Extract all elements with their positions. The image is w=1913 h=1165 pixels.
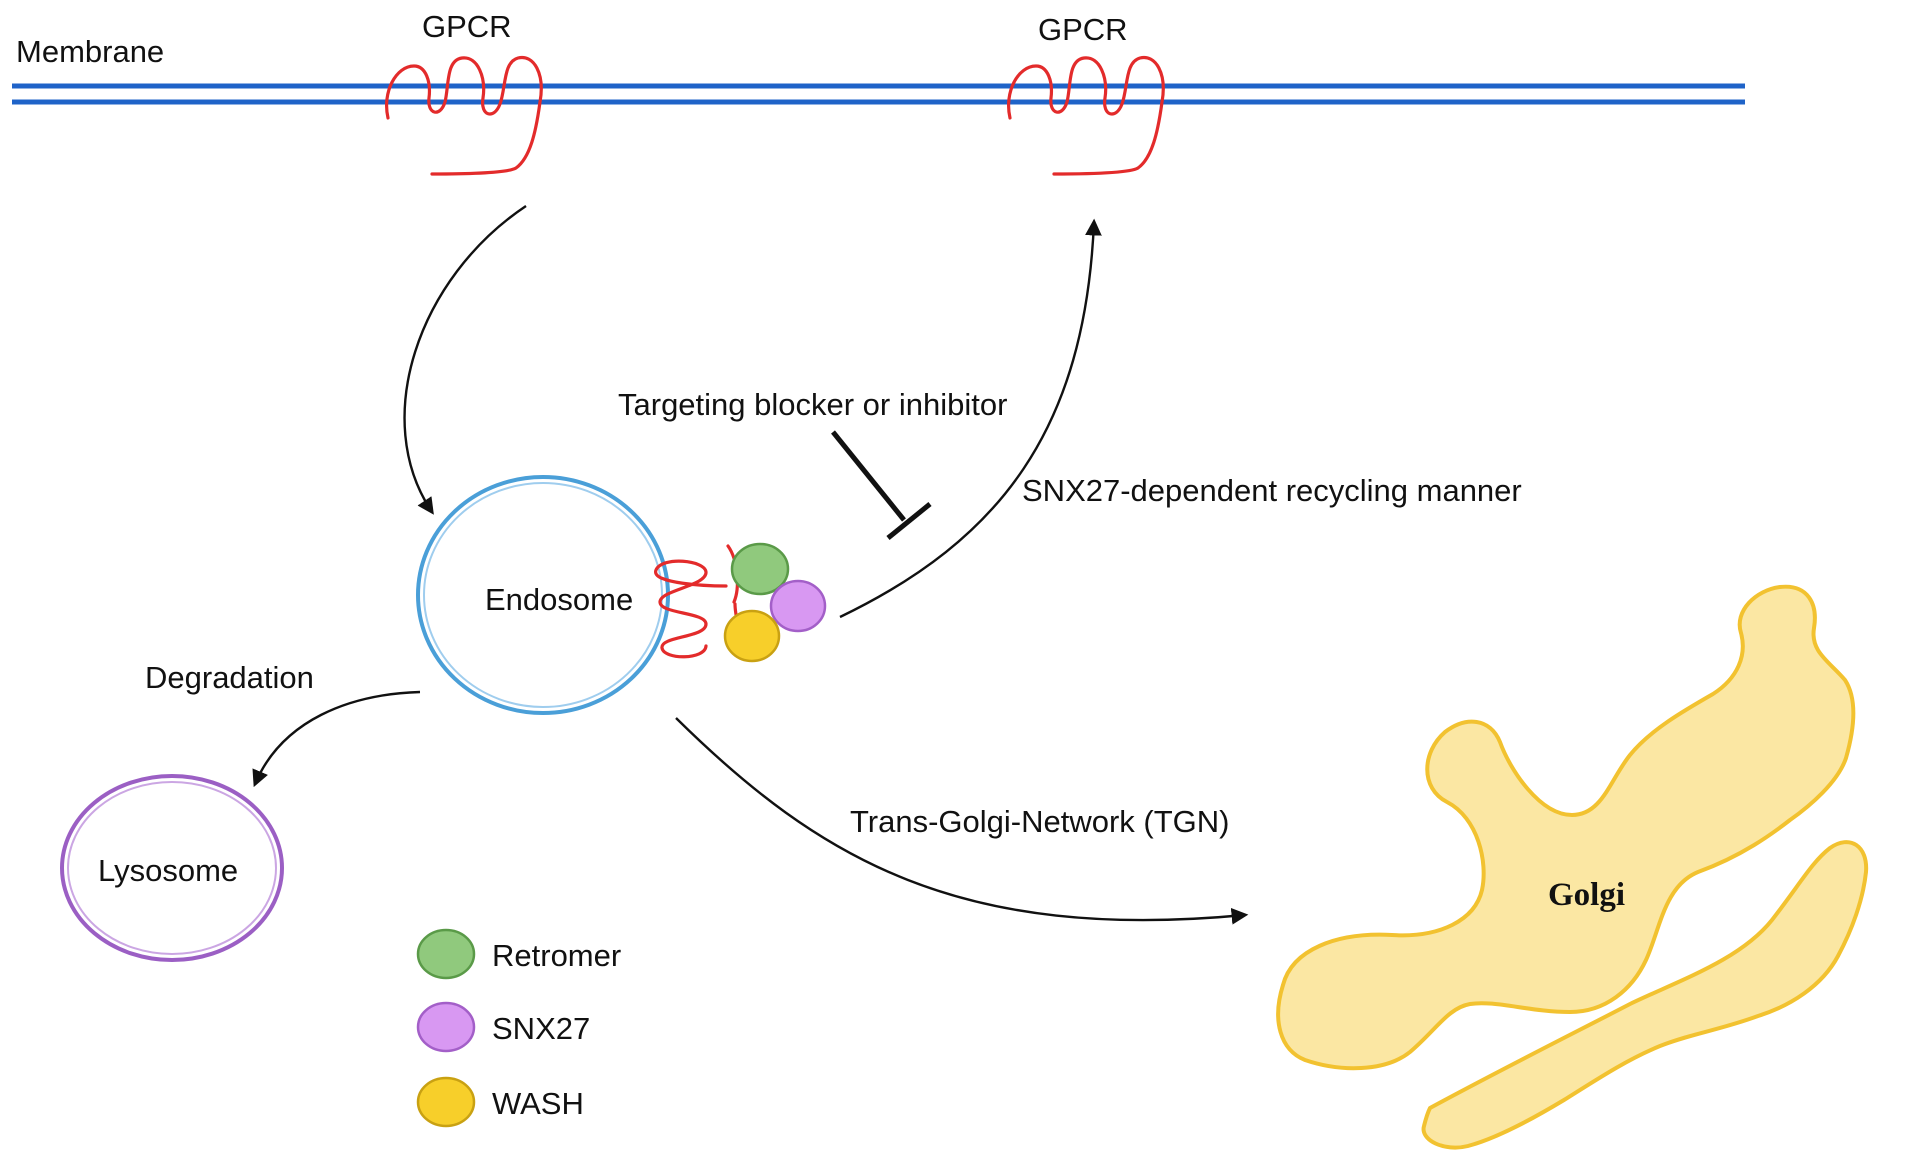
golgi-apparatus [1276,584,1869,1150]
tgn-arrow [675,717,1249,925]
legend-item-retromer: Retromer [416,928,621,980]
legend-retromer-swatch [416,928,476,980]
inhibitor-label: Targeting blocker or inhibitor [618,387,1007,422]
membrane [12,83,1745,105]
gpcr-right-label: GPCR [1038,12,1128,47]
legend-wash-label: WASH [492,1086,584,1121]
endosome-label: Endosome [485,582,633,617]
gpcr-right-icon [1007,55,1165,176]
lysosome [60,774,284,962]
legend-snx27-swatch [416,1001,476,1053]
golgi-lower-cisterna [1421,840,1869,1150]
golgi-label: Golgi [1548,877,1625,913]
snx27-complex-icon [769,579,827,633]
inhibition-symbol [831,430,932,540]
wash-complex-icon [723,609,781,663]
legend-retromer-label: Retromer [492,938,621,973]
gpcr-left-icon [385,55,543,176]
degradation-label: Degradation [145,660,314,695]
legend-item-snx27: SNX27 [416,1001,590,1053]
gpcr-left-label: GPCR [422,9,512,44]
legend-snx27-label: SNX27 [492,1011,590,1046]
inhibition-line [831,430,906,522]
endosome-inner-ring [423,482,663,708]
membrane-label: Membrane [16,34,164,69]
tgn-pathway-label: Trans-Golgi-Network (TGN) [850,804,1230,839]
internalization-arrow [403,205,527,515]
legend: Retromer SNX27 WASH [416,928,621,1128]
recycling-arrow [839,218,1102,619]
lysosome-label: Lysosome [98,853,238,888]
recycling-pathway-label: SNX27-dependent recycling manner [1022,473,1522,508]
lysosome-inner-ring [67,781,277,955]
degradation-arrow [252,690,421,788]
legend-item-wash: WASH [416,1076,584,1128]
legend-wash-swatch [416,1076,476,1128]
inhibition-bar [886,502,932,540]
retromer-complex-icon [730,542,790,596]
golgi-main-cisterna [1276,584,1856,1071]
